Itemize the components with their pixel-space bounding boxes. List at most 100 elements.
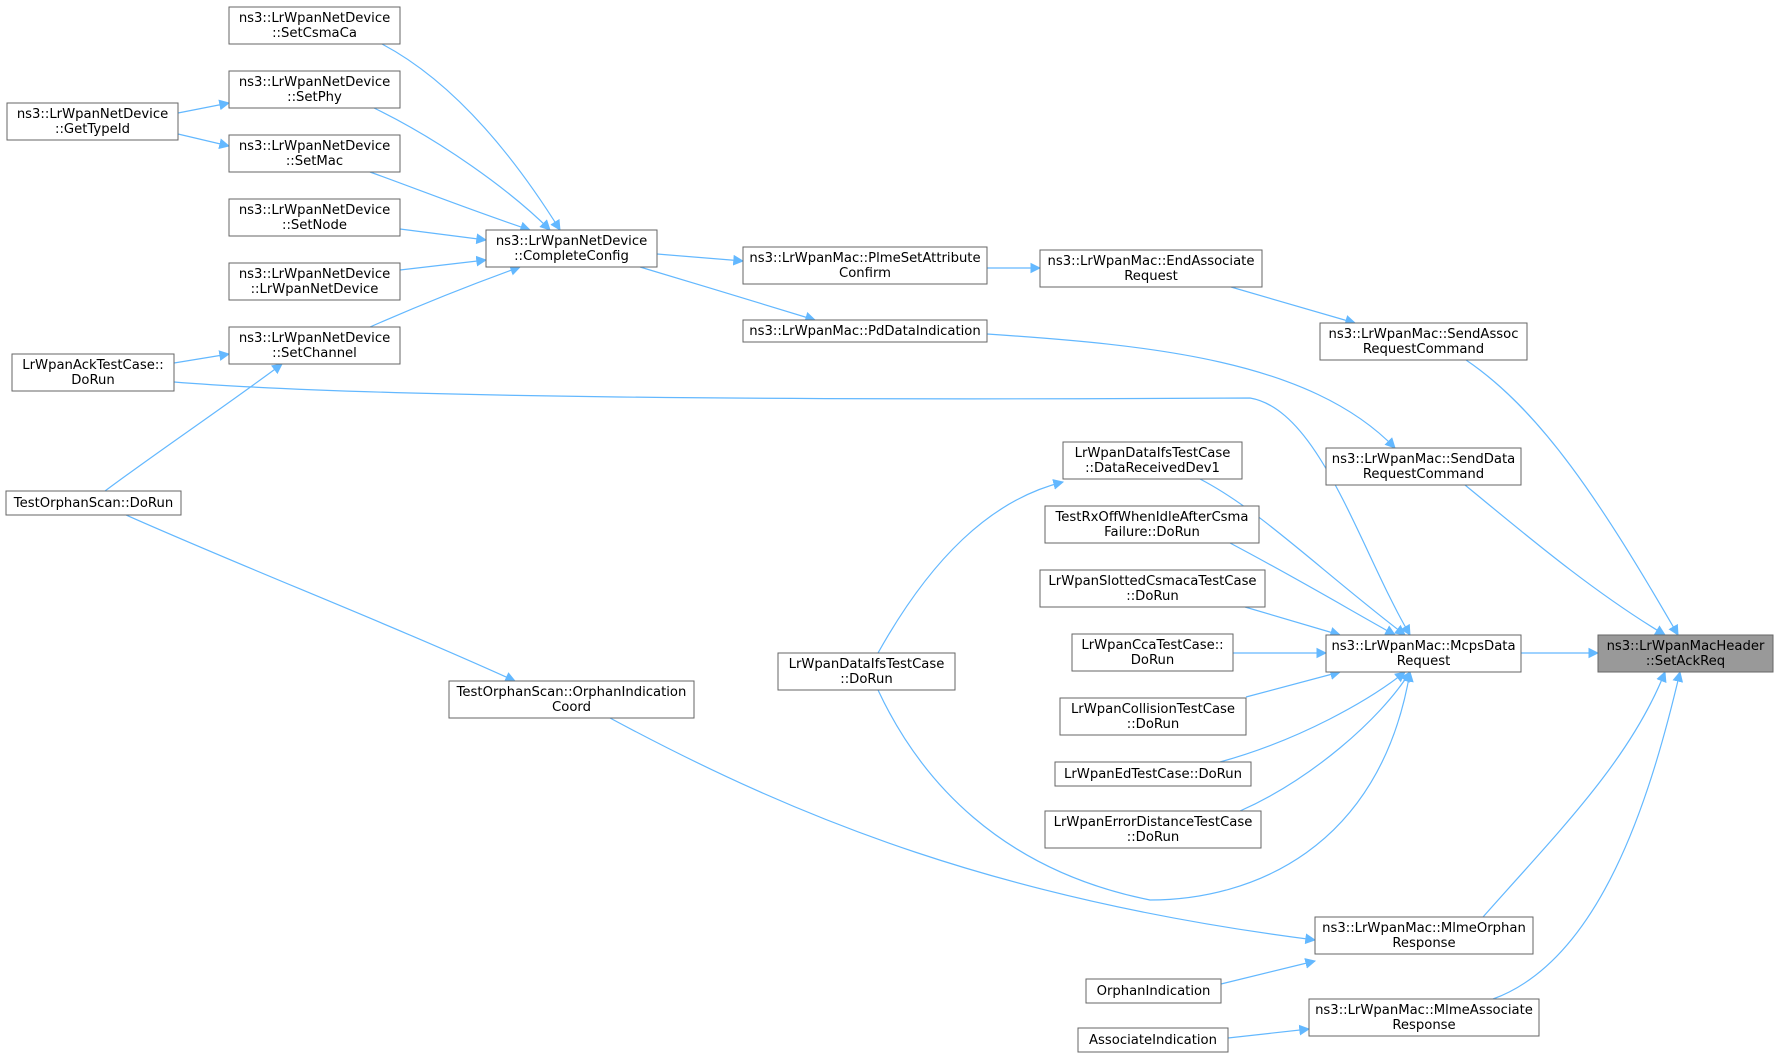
node-label: ::SetMac xyxy=(286,154,343,169)
node-label: ::LrWpanNetDevice xyxy=(251,282,379,297)
node-label: LrWpanDataIfsTestCase xyxy=(789,657,945,672)
edge-pddata-to-senddata xyxy=(986,333,1396,449)
node-label: ns3::LrWpanNetDevice xyxy=(239,267,390,282)
edge-gettypeid-to-setphy xyxy=(177,99,231,114)
node-box xyxy=(228,134,401,173)
node-label: ns3::LrWpanMac::PlmeSetAttribute xyxy=(749,251,980,266)
node-cca[interactable]: LrWpanCcaTestCase::DoRun xyxy=(1071,633,1234,672)
node-box xyxy=(5,490,182,516)
node-label: Response xyxy=(1392,936,1455,951)
edge-collision-to-mcpsdata xyxy=(1245,669,1342,698)
node-label: ns3::LrWpanNetDevice xyxy=(496,234,647,249)
node-label: Failure::DoRun xyxy=(1104,525,1200,540)
node-label: ::DataReceivedDev1 xyxy=(1085,461,1220,476)
node-label: Request xyxy=(1124,269,1178,284)
node-label: ::DoRun xyxy=(1126,589,1178,604)
node-box xyxy=(1039,569,1266,608)
edge-ctor-to-completeconfig xyxy=(399,255,488,271)
node-setcsmaca[interactable]: ns3::LrWpanNetDevice::SetCsmaCa xyxy=(228,6,401,45)
node-box xyxy=(228,262,401,301)
node-box xyxy=(448,680,695,719)
node-label: ns3::LrWpanNetDevice xyxy=(239,203,390,218)
node-label: ::DoRun xyxy=(1127,830,1179,845)
node-dataifsdev1[interactable]: LrWpanDataIfsTestCase::DataReceivedDev1 xyxy=(1062,441,1243,480)
node-box xyxy=(742,246,988,285)
node-dataifsdorun[interactable]: LrWpanDataIfsTestCase::DoRun xyxy=(777,652,956,691)
node-label: LrWpanErrorDistanceTestCase xyxy=(1054,815,1253,830)
node-label: DoRun xyxy=(1131,653,1175,668)
node-label: DoRun xyxy=(71,373,115,388)
node-label: Request xyxy=(1397,654,1451,669)
node-setnode[interactable]: ns3::LrWpanNetDevice::SetNode xyxy=(228,198,401,237)
node-label: ::DoRun xyxy=(840,672,892,687)
node-box xyxy=(1085,978,1222,1004)
node-ctor[interactable]: ns3::LrWpanNetDevice::LrWpanNetDevice xyxy=(228,262,401,301)
edge-errordist-to-mcpsdata xyxy=(1239,671,1411,812)
node-label: ::DoRun xyxy=(1127,717,1179,732)
edge-orphanscan-to-setchannel xyxy=(104,363,283,492)
node-setphy[interactable]: ns3::LrWpanNetDevice::SetPhy xyxy=(228,70,401,109)
node-errordist[interactable]: LrWpanErrorDistanceTestCase::DoRun xyxy=(1044,810,1262,849)
edge-dataifsdev1-to-mcpsdata xyxy=(1199,478,1406,636)
node-label: ns3::LrWpanMac::McpsData xyxy=(1331,639,1515,654)
edge-orphanind-to-mlmeorphan xyxy=(1220,958,1317,985)
edge-ed-to-mcpsdata xyxy=(1219,671,1406,763)
node-label: ::SetCsmaCa xyxy=(272,26,357,41)
edge-slotted-to-mcpsdata xyxy=(1244,606,1342,638)
node-label: LrWpanSlottedCsmacaTestCase xyxy=(1048,574,1256,589)
node-acktest[interactable]: LrWpanAckTestCase::DoRun xyxy=(11,353,175,392)
node-label: ns3::LrWpanMac::SendAssoc xyxy=(1328,327,1518,342)
edge-orphanscan-to-orphancoord xyxy=(125,514,516,682)
edge-mlmeorphan-to-setackreq xyxy=(1482,670,1667,918)
node-box xyxy=(485,229,658,268)
node-ed[interactable]: LrWpanEdTestCase::DoRun xyxy=(1054,761,1252,787)
node-box xyxy=(777,652,956,691)
node-label: ns3::LrWpanNetDevice xyxy=(239,331,390,346)
node-label: RequestCommand xyxy=(1363,342,1484,357)
node-label: ns3::LrWpanNetDevice xyxy=(17,107,168,122)
edge-acktest-to-mcpsdata xyxy=(173,381,1411,636)
edge-rxoff-to-mcpsdata xyxy=(1229,542,1396,636)
node-setmac[interactable]: ns3::LrWpanNetDevice::SetMac xyxy=(228,134,401,173)
node-setchannel[interactable]: ns3::LrWpanNetDevice::SetChannel xyxy=(228,326,401,365)
edge-setmac-to-completeconfig xyxy=(369,171,532,233)
edge-completeconfig-to-plmeset xyxy=(656,253,745,266)
edge-dataifsdorun-to-dataifsdev1 xyxy=(877,479,1065,654)
node-label: ::GetTypeId xyxy=(55,122,130,137)
node-label: ::SetNode xyxy=(282,218,347,233)
edges-layer xyxy=(104,43,1684,1039)
node-slotted[interactable]: LrWpanSlottedCsmacaTestCase::DoRun xyxy=(1039,569,1266,608)
node-gettypeid[interactable]: ns3::LrWpanNetDevice::GetTypeId xyxy=(6,102,179,141)
node-label: AssociateIndication xyxy=(1089,1033,1217,1048)
node-box xyxy=(228,326,401,365)
node-box xyxy=(1044,505,1260,544)
edge-assocind-to-mlmeassociate xyxy=(1227,1024,1311,1039)
node-collision[interactable]: LrWpanCollisionTestCase::DoRun xyxy=(1059,697,1247,736)
node-box xyxy=(228,6,401,45)
node-pddata[interactable]: ns3::LrWpanMac::PdDataIndication xyxy=(742,319,988,343)
node-setackreq[interactable]: ns3::LrWpanMacHeader::SetAckReq xyxy=(1597,634,1774,673)
edge-gettypeid-to-setmac xyxy=(177,133,231,150)
node-label: ns3::LrWpanMac::SendData xyxy=(1332,452,1515,467)
node-assocind[interactable]: AssociateIndication xyxy=(1077,1027,1229,1053)
node-box xyxy=(1039,249,1263,288)
node-label: ns3::LrWpanMac::PdDataIndication xyxy=(749,324,980,339)
node-box xyxy=(1325,634,1522,673)
node-label: Response xyxy=(1392,1018,1455,1033)
node-box xyxy=(11,353,175,392)
node-orphanscan[interactable]: TestOrphanScan::DoRun xyxy=(5,490,182,516)
node-box xyxy=(228,198,401,237)
node-orphanind[interactable]: OrphanIndication xyxy=(1085,978,1222,1004)
node-box xyxy=(1325,447,1522,486)
node-label: ns3::LrWpanNetDevice xyxy=(239,75,390,90)
node-completeconfig[interactable]: ns3::LrWpanNetDevice::CompleteConfig xyxy=(485,229,658,268)
